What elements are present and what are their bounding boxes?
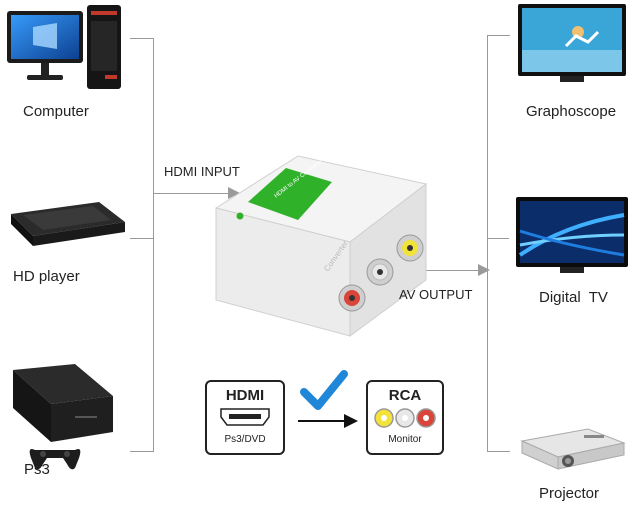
output-arrow-icon <box>478 264 490 276</box>
rca-legend-sub: Monitor <box>368 434 442 445</box>
legend-arrow-line <box>298 420 348 422</box>
check-icon <box>300 368 348 412</box>
rca-legend-title: RCA <box>368 387 442 404</box>
hdmi-legend-sub: Ps3/DVD <box>207 434 283 445</box>
computer-icon <box>5 3 125 93</box>
digital-tv-label: Digital TV <box>539 289 608 306</box>
graphoscope-label: Graphoscope <box>526 103 616 120</box>
graphoscope-icon <box>516 2 628 86</box>
right-bracket <box>487 35 510 452</box>
legend-arrow-head-icon <box>344 414 358 428</box>
av-output-label: AV OUTPUT <box>399 287 472 302</box>
hdmi-port-icon <box>219 407 271 427</box>
projector-label: Projector <box>539 485 599 502</box>
left-bracket-mid <box>130 238 153 239</box>
rca-legend-box: RCA Monitor <box>366 380 444 455</box>
hd-player-label: HD player <box>13 268 80 285</box>
ps3-label: Ps3 <box>24 461 50 478</box>
rca-jacks-icon <box>372 406 438 430</box>
digital-tv-icon <box>514 195 630 275</box>
projector-icon <box>518 425 628 471</box>
hdmi-legend-box: HDMI Ps3/DVD <box>205 380 285 455</box>
hdmi-legend-title: HDMI <box>207 387 283 404</box>
converter-device: HDMI to AV Converter Converter <box>210 150 442 350</box>
computer-label: Computer <box>23 103 89 120</box>
ps3-icon <box>5 360 125 475</box>
hd-player-icon <box>3 200 128 250</box>
left-bracket <box>130 38 154 452</box>
right-bracket-mid <box>487 238 509 239</box>
